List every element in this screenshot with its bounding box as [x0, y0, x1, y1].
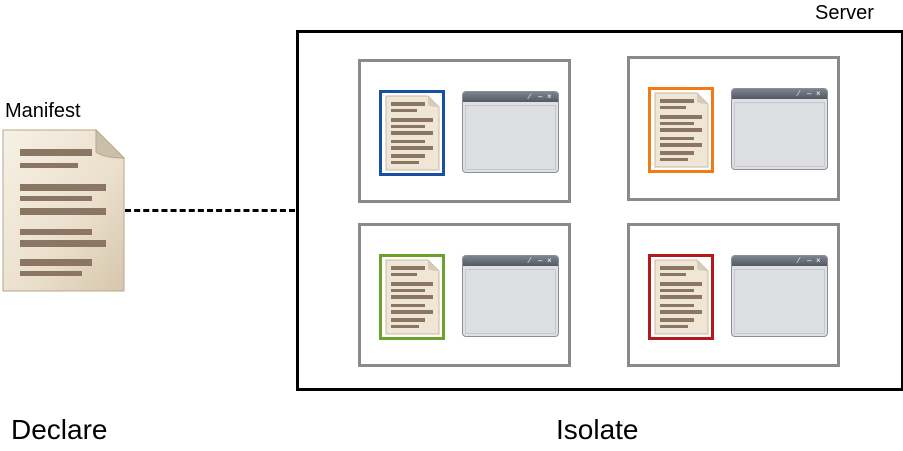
pen-icon: ∕: [529, 256, 531, 265]
application-window-icon: ∕–×: [462, 91, 559, 173]
minimize-icon: –: [538, 92, 543, 101]
minimize-icon: –: [807, 256, 812, 265]
minimize-icon: –: [538, 256, 543, 265]
pen-icon: ∕: [798, 256, 800, 265]
declare-label: Declare: [11, 414, 108, 445]
app-document-icon: [648, 87, 714, 173]
server-label: Server: [815, 2, 874, 24]
app-document-icon: [379, 254, 445, 340]
manifest-label: Manifest: [5, 100, 81, 122]
declare-isolate-connector: [125, 209, 295, 212]
manifest-document-icon: [0, 128, 126, 293]
app-document-icon: [648, 254, 714, 340]
close-icon: ×: [547, 92, 552, 101]
application-window-icon: ∕–×: [462, 255, 559, 337]
application-window-icon: ∕–×: [731, 88, 828, 170]
container-top-right: ∕–×: [627, 56, 840, 201]
pen-icon: ∕: [798, 89, 800, 98]
close-icon: ×: [816, 89, 821, 98]
server-box: [296, 30, 903, 391]
app-document-icon: [379, 90, 445, 176]
close-icon: ×: [816, 256, 821, 265]
minimize-icon: –: [807, 89, 812, 98]
container-bottom-right: ∕–×: [627, 223, 840, 367]
close-icon: ×: [547, 256, 552, 265]
pen-icon: ∕: [529, 92, 531, 101]
container-bottom-left: ∕–×: [358, 223, 571, 367]
container-top-left: ∕–×: [358, 59, 571, 203]
application-window-icon: ∕–×: [731, 255, 828, 337]
isolate-label: Isolate: [556, 414, 639, 445]
